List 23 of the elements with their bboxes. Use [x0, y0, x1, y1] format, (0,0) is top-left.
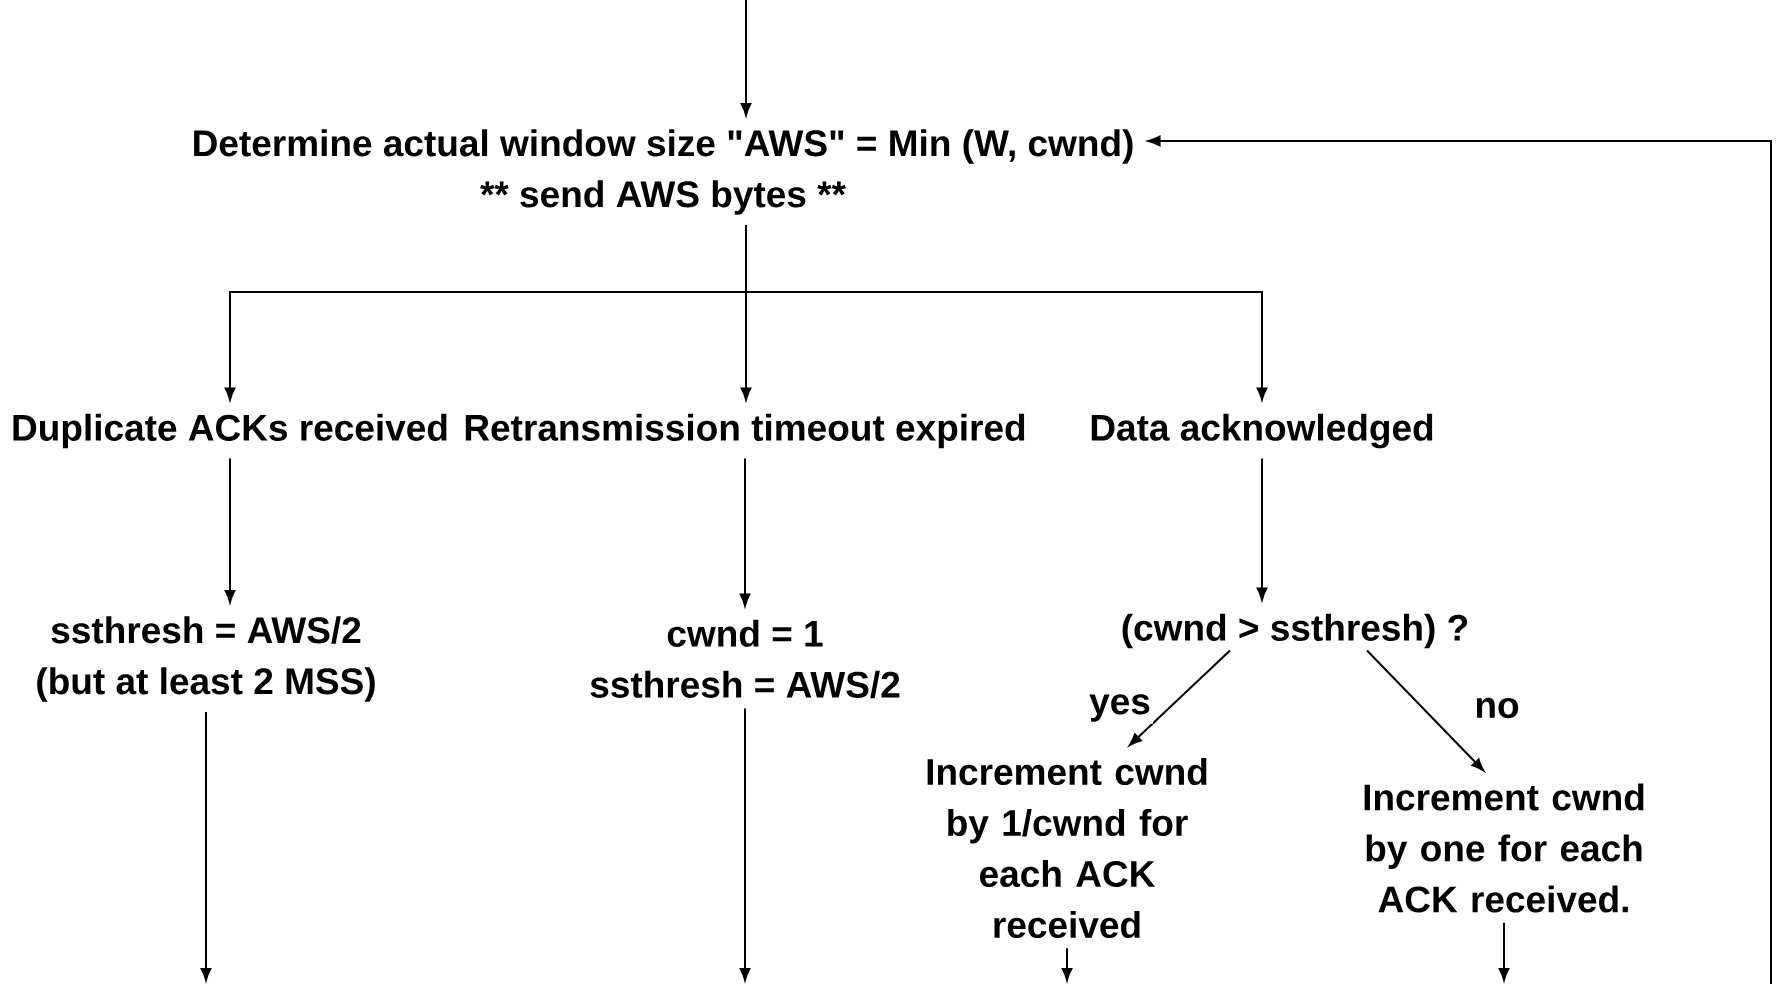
arrow: [745, 223, 1268, 401]
arrow: [1366, 649, 1485, 772]
step-text: Retransmission timeout expired: [465, 413, 1025, 449]
step-text: cwnd = 1 ssthresh = AWS/2: [590, 619, 900, 699]
arrow: [224, 457, 236, 603]
step-text: ssthresh = AWS/2 (but at least 2 MSS): [37, 616, 375, 702]
arrow: [200, 710, 212, 981]
arrow: [740, 0, 752, 116]
step-text: Increment cwnd by 1/cwnd for each ACK received: [927, 757, 1207, 939]
arrow: [1147, 135, 1772, 984]
arrow: [1498, 921, 1510, 981]
arrow: [739, 457, 751, 607]
step-text: Determine actual window size "AWS" = Min (W, cwnd) ** send AWS bytes **: [194, 129, 1133, 215]
step-text: Increment cwnd by one for each ACK received.: [1364, 783, 1644, 913]
arrow: [1129, 649, 1231, 746]
step-text: Data acknowledged: [1091, 413, 1433, 449]
step-text: Duplicate ACKs received: [13, 413, 447, 449]
edge-label: yes: [1087, 692, 1153, 724]
edge-label: no: [1472, 695, 1522, 721]
arrow: [739, 707, 751, 981]
arrow: [1061, 947, 1073, 981]
arrow: [1256, 457, 1268, 601]
condition-text: (cwnd > ssthresh) ?: [1122, 613, 1468, 649]
